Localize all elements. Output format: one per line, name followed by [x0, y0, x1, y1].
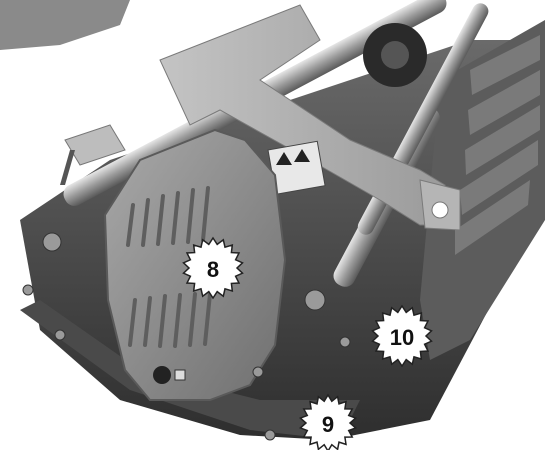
warning-triangle-icon	[276, 149, 310, 165]
callout-9-label: 9	[322, 412, 334, 437]
cover-label	[174, 369, 186, 381]
background-object	[0, 0, 130, 50]
callout-8-label: 8	[207, 257, 219, 282]
flail-blades	[420, 20, 545, 360]
housing-bolts	[22, 232, 351, 441]
cover-vent-lower	[128, 292, 212, 348]
hitch-arm-left	[64, 124, 126, 166]
callout-10: 10	[371, 304, 433, 368]
pulley-hub	[381, 41, 409, 69]
callout-10-label: 10	[390, 325, 414, 350]
callout-8: 8	[182, 236, 244, 300]
rear-skid-plate	[20, 300, 360, 440]
hitch-pin-hole	[431, 201, 449, 219]
hitch-pin	[60, 150, 75, 185]
cover-inspection-plug	[153, 366, 171, 384]
callout-9: 9	[298, 393, 358, 450]
cover-vent-upper	[126, 186, 210, 247]
